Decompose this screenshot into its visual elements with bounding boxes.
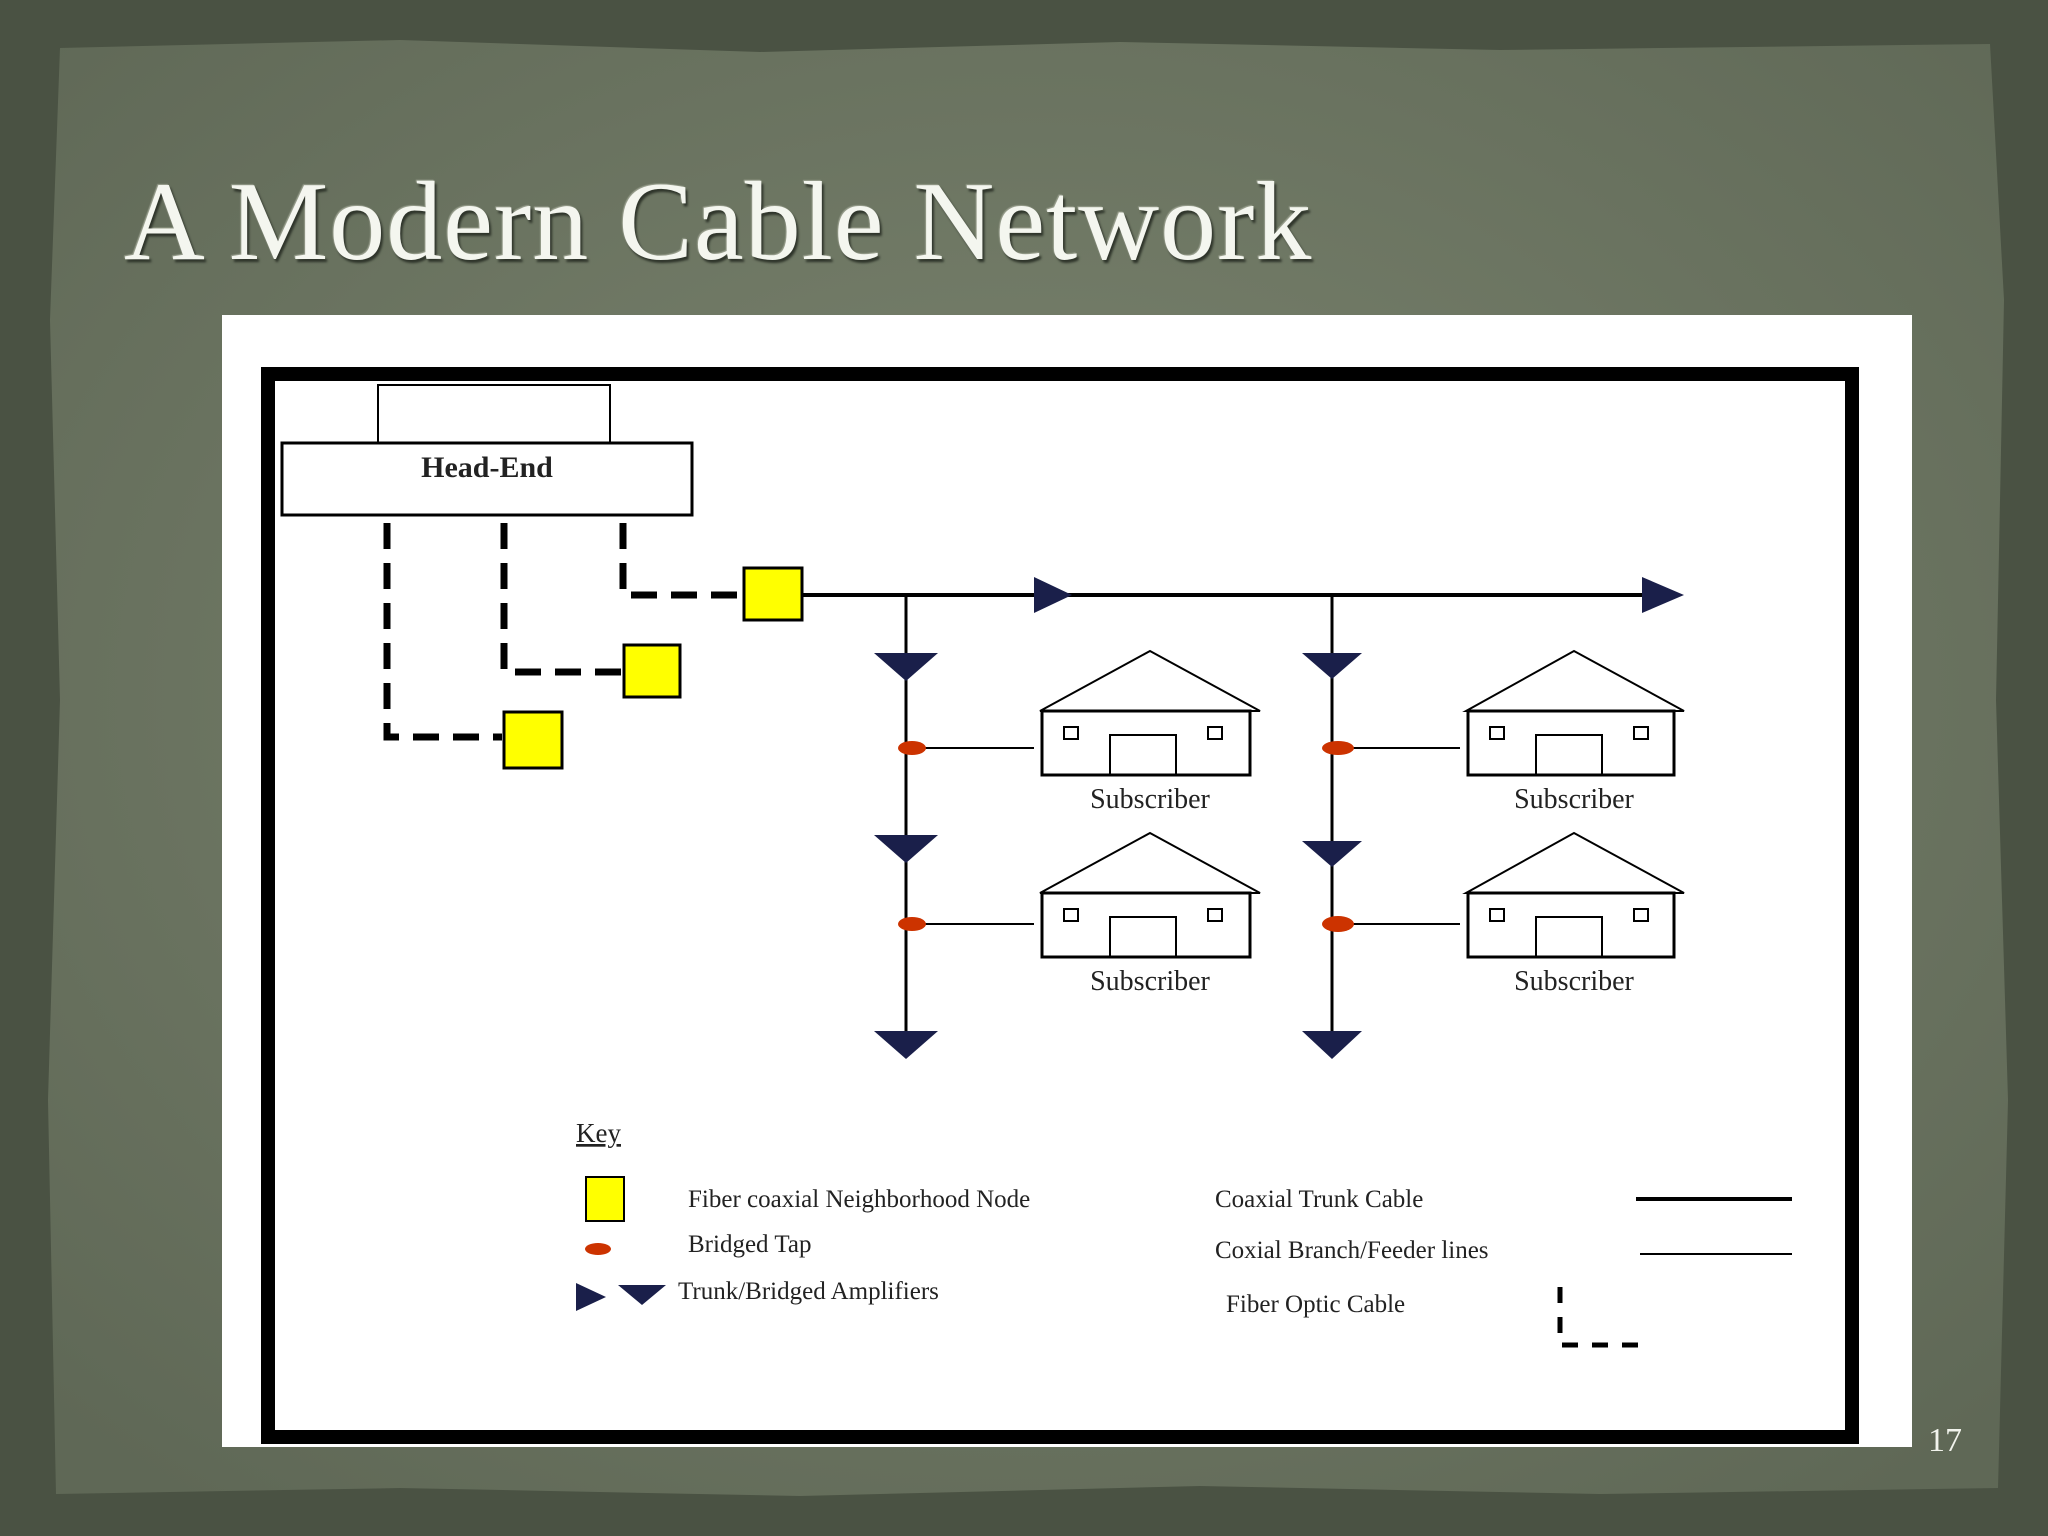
- bridged-amplifier: [874, 835, 938, 863]
- subscriber-house-4: Subscriber: [1462, 831, 1685, 997]
- subscriber-label: Subscriber: [1090, 966, 1210, 997]
- bridged-taps: [898, 741, 1354, 932]
- bridged-tap: [898, 917, 926, 931]
- subscriber-label: Subscriber: [1090, 784, 1210, 815]
- bridged-amplifier: [1302, 841, 1362, 867]
- house-roof: [1039, 649, 1261, 712]
- house-body: [1040, 709, 1252, 777]
- house-roof: [1039, 831, 1261, 894]
- legend-title: Key: [576, 1118, 621, 1148]
- cable-network-diagram: Head-End: [261, 367, 1859, 1444]
- legend: Key Fiber coaxial Neighborhood Node Brid…: [576, 1118, 1792, 1348]
- bridged-amplifier: [874, 1031, 938, 1059]
- head-end-box: [280, 441, 694, 517]
- subscriber-label: Subscriber: [1514, 784, 1634, 815]
- diagram-panel: Head-End: [222, 315, 1912, 1447]
- neighborhood-node-3: [502, 710, 564, 770]
- house-body: [1466, 709, 1676, 777]
- subscriber-house-3: Subscriber: [1039, 831, 1261, 997]
- head-end-label: Head-End: [421, 451, 553, 484]
- house-window: [1489, 726, 1505, 740]
- bridged-amplifier: [1302, 1031, 1362, 1059]
- diagram-frame: [261, 367, 1859, 1444]
- subscriber-label: Subscriber: [1514, 966, 1634, 997]
- house-window: [1207, 726, 1223, 740]
- house-body: [1040, 891, 1252, 959]
- house-door: [1109, 734, 1177, 776]
- trunk-amplifier-1: [1034, 577, 1072, 613]
- head-end-top-box: [377, 384, 611, 444]
- house-door: [1535, 916, 1603, 958]
- house-window: [1633, 908, 1649, 922]
- legend-fiber-line: [1557, 1287, 1644, 1348]
- legend-node-label: Fiber coaxial Neighborhood Node: [688, 1186, 1030, 1213]
- fiber-line-1: [619, 523, 742, 599]
- legend-feeder-label: Coxial Branch/Feeder lines: [1215, 1237, 1489, 1264]
- legend-trunk-cable-label: Coaxial Trunk Cable: [1215, 1186, 1423, 1213]
- house-roof: [1462, 831, 1685, 894]
- house-roof: [1462, 649, 1685, 712]
- legend-fiber-label: Fiber Optic Cable: [1226, 1291, 1405, 1318]
- slide-title: A Modern Cable Network: [124, 160, 1313, 284]
- subscriber-house-1: Subscriber: [1039, 649, 1261, 815]
- legend-tap-icon: [585, 1243, 611, 1255]
- fiber-optic-lines: [383, 523, 742, 741]
- fiber-line-2: [500, 523, 622, 676]
- house-window: [1063, 726, 1079, 740]
- house-window: [1633, 726, 1649, 740]
- legend-node-icon: [585, 1176, 625, 1222]
- legend-tap-label: Bridged Tap: [688, 1231, 811, 1258]
- house-door: [1109, 916, 1177, 958]
- bridged-tap: [1322, 916, 1354, 932]
- page-number: 17: [1928, 1422, 1962, 1459]
- fiber-line-3: [383, 523, 502, 741]
- bridged-tap: [898, 741, 926, 755]
- neighborhood-node-2: [622, 643, 682, 699]
- legend-amplifier-label: Trunk/Bridged Amplifiers: [678, 1278, 939, 1305]
- trunk-amplifier-2: [1642, 577, 1684, 613]
- bridged-amplifier: [1302, 653, 1362, 679]
- house-window: [1489, 908, 1505, 922]
- house-door: [1535, 734, 1603, 776]
- house-window: [1207, 908, 1223, 922]
- bridged-tap: [1322, 741, 1354, 755]
- legend-trunk-amplifier-icon: [576, 1283, 606, 1311]
- neighborhood-node-1: [742, 566, 804, 622]
- subscriber-house-2: Subscriber: [1462, 649, 1685, 815]
- house-body: [1466, 891, 1676, 959]
- bridged-amplifiers: [874, 653, 1362, 1059]
- house-window: [1063, 908, 1079, 922]
- bridged-amplifier: [874, 653, 938, 681]
- legend-bridged-amplifier-icon: [618, 1285, 666, 1305]
